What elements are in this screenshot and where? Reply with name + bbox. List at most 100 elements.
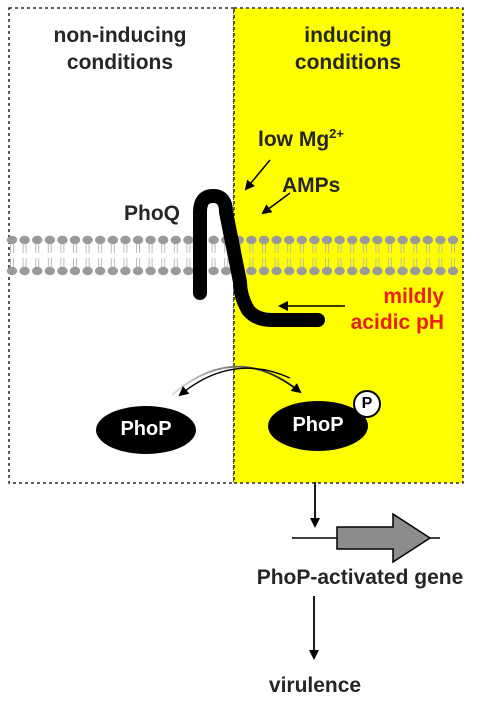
lipid-head-top-20 [258,235,270,245]
inducing-title: inducing conditions [248,22,448,76]
lipid-head-top-12 [158,235,169,245]
phosphate-circle [353,390,381,418]
lipid-head-top-27 [347,235,358,245]
lipid-head-top-7 [95,235,106,245]
lipid-tails-9 [123,244,128,267]
lipid-tails-7 [98,244,103,267]
lipid-head-top-2 [32,235,43,245]
amps-arrow [261,192,291,215]
lipid-head-bottom-31 [397,266,408,276]
lipid-tails-33 [425,244,430,267]
lipid-head-bottom-13 [170,266,181,276]
lipid-head-bottom-5 [69,266,81,276]
lipid-tails-32 [413,244,418,267]
phoq-label: PhoQ [124,202,180,225]
lipid-tails-10 [136,244,140,267]
lipid-head-bottom-25 [321,266,333,276]
lipid-head-top-0 [6,235,18,245]
lipid-head-bottom-28 [359,266,370,276]
lipid-head-bottom-21 [271,266,282,276]
lipid-tails-16 [211,244,216,267]
lipid-head-top-9 [120,235,131,245]
lipid-tails-19 [249,244,254,267]
lipid-head-top-11 [145,235,156,245]
lipid-tails-26 [337,244,342,267]
lipid-head-top-3 [44,235,55,245]
lipid-head-top-23 [296,235,307,245]
gene-label: PhoP-activated gene [256,566,464,589]
ph-label: mildly acidic pH [320,284,444,336]
lipid-head-bottom-3 [44,266,55,276]
lipid-head-bottom-12 [158,266,169,276]
lipid-head-top-5 [69,235,81,245]
lipid-tails-14 [186,244,191,267]
lipid-head-bottom-6 [82,266,93,276]
lipid-head-bottom-32 [410,266,421,276]
inducing-panel [233,7,464,484]
lipid-tails-35 [451,244,455,267]
lipid-head-top-35 [447,235,459,245]
return-arrow [178,367,291,397]
lipid-head-bottom-16 [208,266,219,276]
lipid-head-bottom-11 [145,266,156,276]
lipid-tails-12 [161,244,166,267]
phop-unphosphorylated [96,406,196,454]
lipid-tails-31 [400,244,405,267]
lipid-head-top-4 [57,235,68,245]
lipid-head-top-26 [334,235,345,245]
lipid-head-bottom-9 [120,266,131,276]
lipid-tails-25 [325,244,329,267]
mg-charge: 2+ [329,126,344,141]
lipid-tails-23 [299,244,304,267]
lipid-head-top-30 [384,235,396,245]
lipid-head-top-24 [309,235,320,245]
lipid-head-bottom-20 [258,266,270,276]
non-inducing-title: non-inducing conditions [20,22,220,76]
low-mg-text: low Mg [258,128,330,151]
lipid-head-bottom-1 [19,266,30,276]
lipid-head-top-22 [284,235,295,245]
lipid-tails-22 [287,244,292,267]
lipid-head-bottom-23 [296,266,307,276]
lipid-head-bottom-7 [95,266,106,276]
phoq-sensor-shape [193,189,325,327]
inducing-title-line1: inducing [304,24,392,47]
lipid-head-top-19 [246,235,257,245]
lipid-head-bottom-4 [57,266,68,276]
lipid-head-top-16 [208,235,219,245]
lipid-head-bottom-10 [132,266,144,276]
lipid-head-bottom-35 [447,266,459,276]
lipid-tails-4 [60,244,65,267]
lipid-head-top-6 [82,235,93,245]
lipid-tails-6 [85,244,90,267]
lipid-head-top-21 [271,235,282,245]
lipid-head-top-14 [183,235,194,245]
lipid-head-bottom-30 [384,266,396,276]
phosphorylation-arrow [171,365,302,396]
lipid-head-top-28 [359,235,370,245]
lipid-tails-20 [262,244,266,267]
lipid-head-top-29 [372,235,383,245]
lipid-tails-21 [274,244,279,267]
lipid-tails-1 [22,244,27,267]
non-inducing-title-line1: non-inducing [53,24,187,47]
lipid-tails-11 [148,244,153,267]
non-inducing-title-line2: conditions [66,51,174,74]
lipid-head-bottom-26 [334,266,345,276]
lipid-tails-29 [375,244,380,267]
lipid-head-bottom-29 [372,266,383,276]
lipid-head-bottom-8 [107,266,119,276]
lipid-head-bottom-0 [6,266,18,276]
inducing-title-line2: conditions [294,51,402,74]
lipid-tails-13 [173,244,178,267]
membrane-bilayer [6,235,459,276]
lipid-head-top-34 [435,235,446,245]
lipid-tails-24 [312,244,317,267]
phop-left-label: PhoP [120,418,172,440]
lipid-head-top-33 [422,235,433,245]
lipid-head-top-25 [321,235,333,245]
lipid-head-bottom-2 [32,266,43,276]
virulence-label: virulence [268,674,362,697]
lipid-head-bottom-22 [284,266,295,276]
phosphate-label: P [361,395,373,412]
